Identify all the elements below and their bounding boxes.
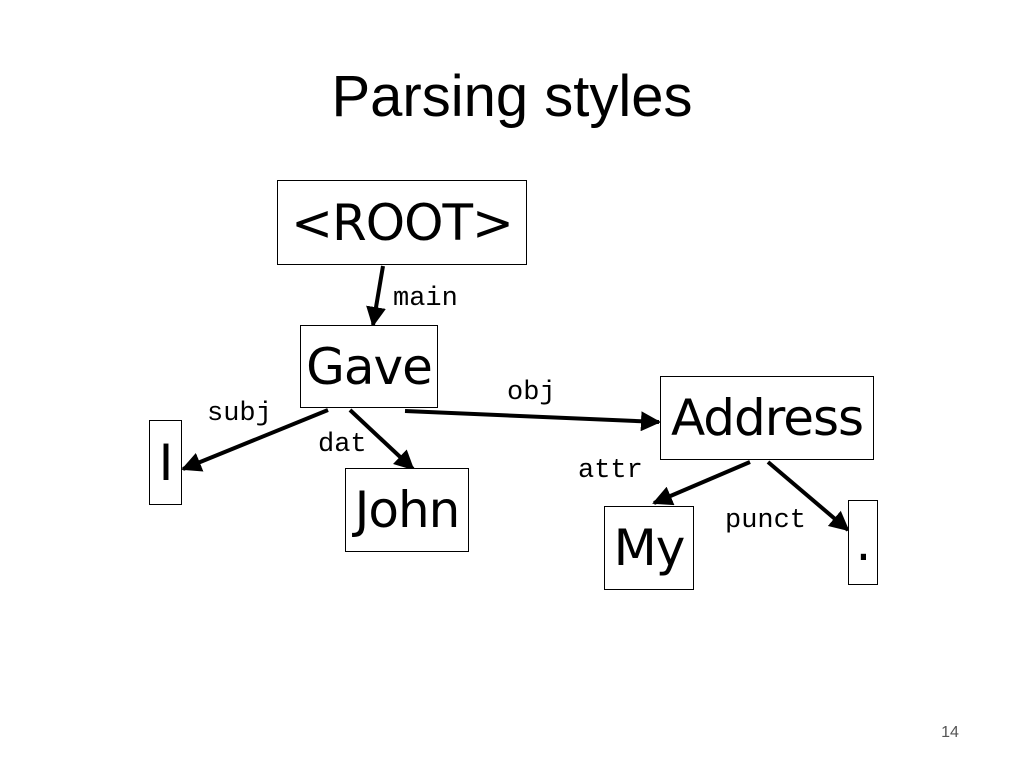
slide-title: Parsing styles bbox=[331, 64, 693, 129]
arrow-dat bbox=[348, 408, 415, 471]
arrow-obj bbox=[404, 409, 661, 432]
page-number: 14 bbox=[941, 724, 959, 741]
node-address: Address bbox=[660, 376, 874, 460]
relation-attr: attr bbox=[578, 456, 643, 486]
node-period: . bbox=[848, 500, 878, 585]
node-i: I bbox=[149, 420, 182, 505]
arrow-subj bbox=[181, 408, 329, 472]
relation-main: main bbox=[393, 284, 458, 314]
node-root: <ROOT> bbox=[277, 180, 527, 265]
node-john: John bbox=[345, 468, 469, 552]
arrow-main bbox=[366, 265, 386, 327]
arrow-attr bbox=[652, 460, 751, 506]
relation-punct: punct bbox=[725, 506, 807, 536]
node-my: My bbox=[604, 506, 694, 590]
relation-subj: subj bbox=[207, 399, 272, 429]
node-gave: Gave bbox=[300, 325, 438, 408]
relation-dat: dat bbox=[318, 430, 367, 460]
relation-obj: obj bbox=[507, 378, 556, 408]
arrow-punct bbox=[766, 460, 850, 532]
